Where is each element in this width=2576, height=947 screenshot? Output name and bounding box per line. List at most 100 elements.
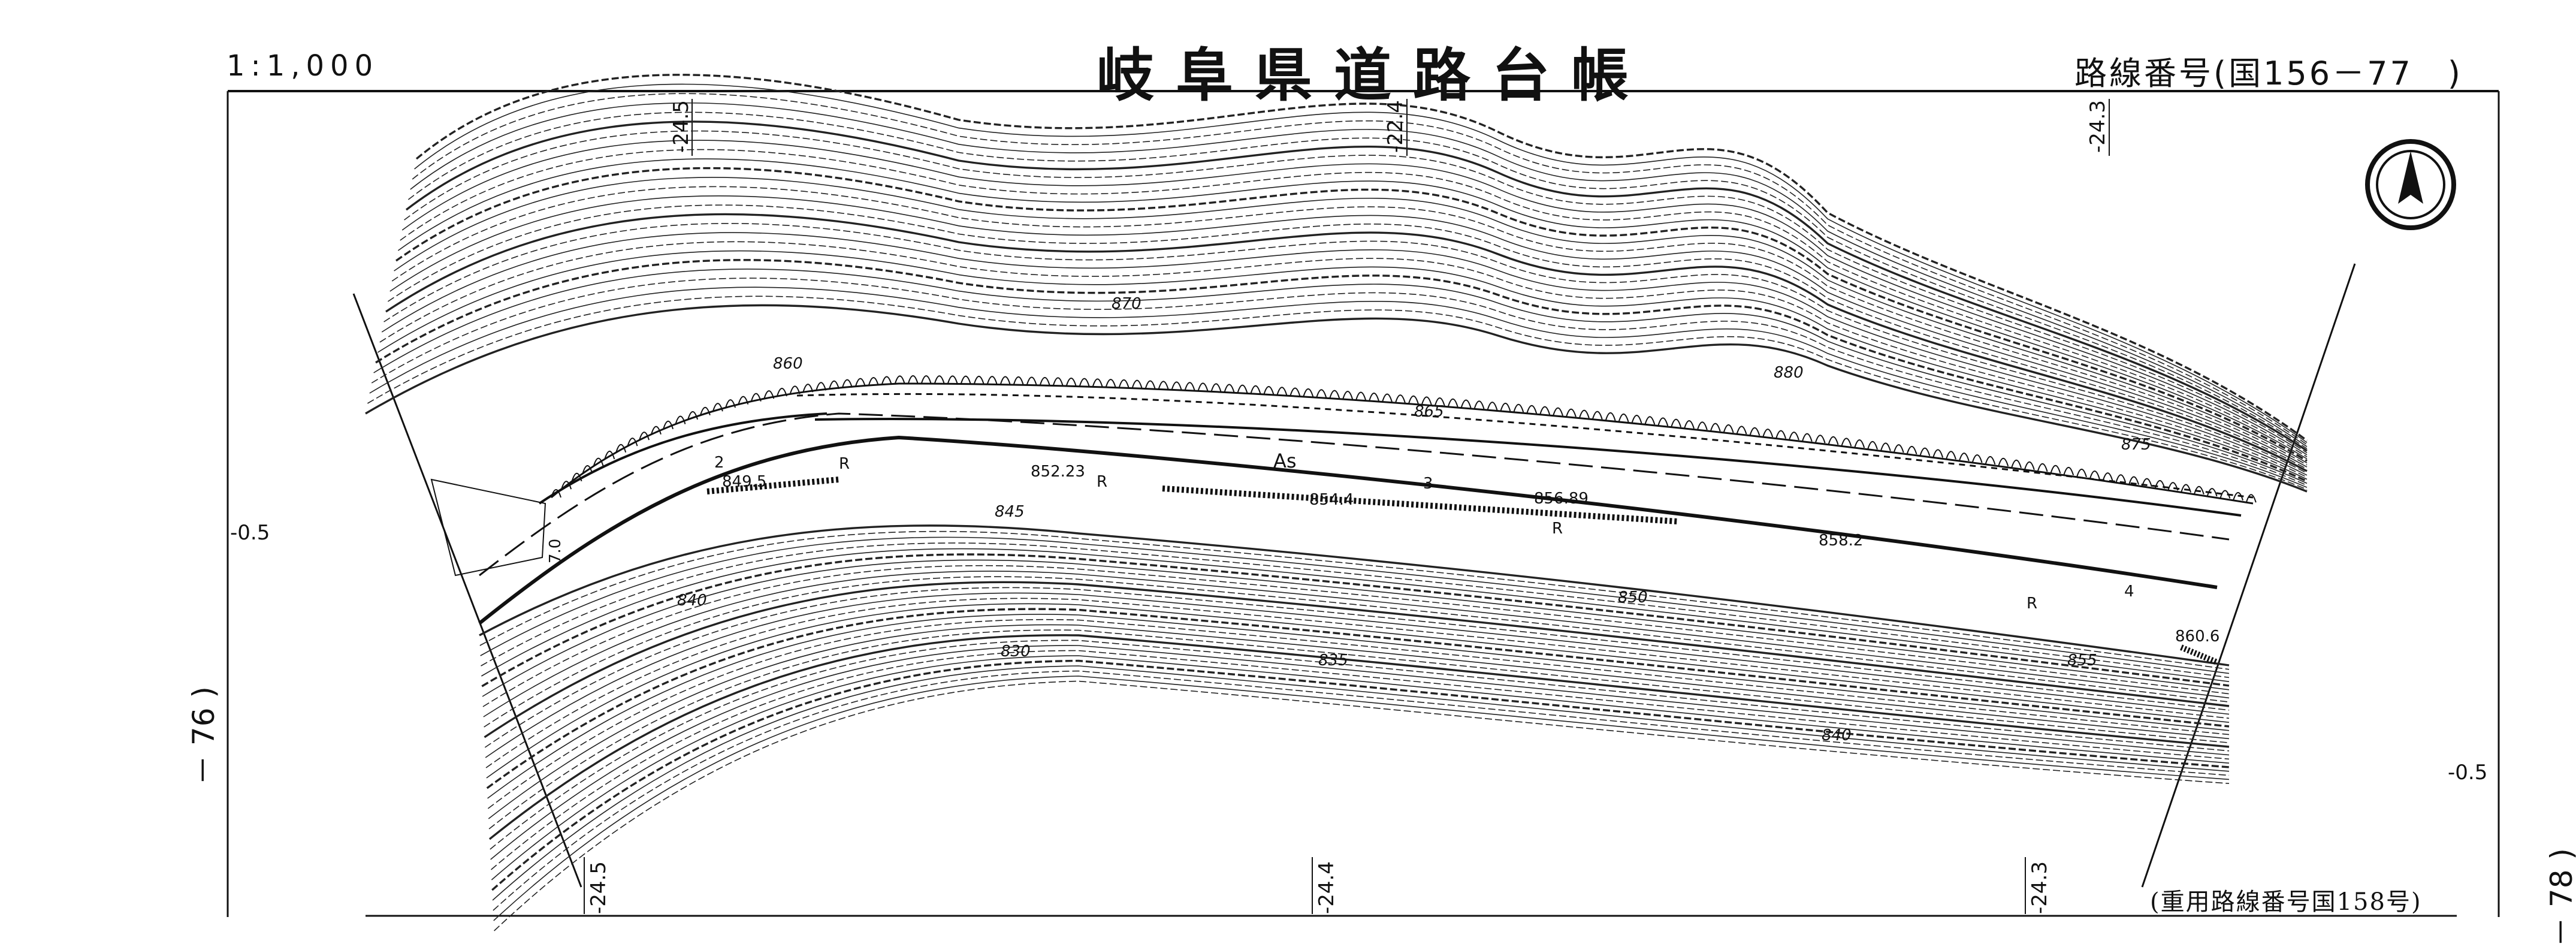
retaining-wall-mark bbox=[854, 378, 866, 387]
retaining-wall-mark bbox=[2115, 474, 2127, 483]
retaining-wall-mark bbox=[1355, 391, 1367, 400]
retaining-wall-mark bbox=[999, 376, 1011, 385]
contour-label: 850 bbox=[1618, 589, 1648, 607]
retaining-wall-mark bbox=[2141, 478, 2152, 487]
surface-label: As bbox=[1273, 450, 1297, 472]
retaining-wall-mark bbox=[725, 399, 736, 408]
contour-label: 880 bbox=[1774, 364, 1804, 382]
r-mark: R bbox=[839, 455, 850, 473]
retaining-wall-mark bbox=[841, 379, 853, 388]
retaining-wall-mark bbox=[2063, 466, 2074, 476]
retaining-wall-mark bbox=[1052, 377, 1064, 386]
contour-line bbox=[391, 186, 2308, 466]
road-edge-lower bbox=[478, 435, 2218, 625]
contour-line bbox=[479, 530, 2230, 670]
contour-line bbox=[379, 241, 2308, 478]
retaining-wall-mark bbox=[627, 438, 638, 447]
retaining-wall-mark bbox=[571, 472, 582, 482]
retaining-wall-mark bbox=[2037, 463, 2048, 472]
retaining-wall-mark bbox=[2102, 472, 2113, 481]
contour-line bbox=[480, 536, 2230, 674]
retaining-wall-mark bbox=[829, 380, 840, 390]
retaining-wall-mark bbox=[1487, 402, 1498, 411]
retaining-wall-mark bbox=[1906, 445, 1917, 455]
contour-line bbox=[407, 111, 2308, 450]
retaining-wall-mark bbox=[986, 376, 998, 385]
retaining-wall-mark bbox=[593, 457, 604, 466]
retaining-wall-mark bbox=[894, 375, 905, 384]
retaining-wall-mark bbox=[1578, 409, 1590, 418]
station-right-edge: -0.5 bbox=[2448, 761, 2487, 785]
contours-lower bbox=[479, 524, 2230, 931]
contour-line bbox=[405, 120, 2308, 452]
contour-line bbox=[490, 640, 2230, 850]
retaining-wall-mark bbox=[1749, 427, 1760, 436]
retaining-wall-mark bbox=[1985, 456, 1996, 465]
contour-label: 855 bbox=[2067, 652, 2097, 669]
retaining-wall-mark bbox=[1105, 379, 1116, 388]
station-left-edge: -0.5 bbox=[230, 521, 270, 545]
retaining-wall-mark bbox=[712, 403, 723, 412]
retaining-wall-mark bbox=[1237, 384, 1248, 393]
shared-route-note: (重用路線番号国158号) bbox=[2150, 888, 2422, 916]
contour-label: 860 bbox=[773, 355, 803, 373]
r-mark: R bbox=[2027, 595, 2037, 613]
retaining-wall-mark bbox=[1447, 398, 1458, 408]
retaining-wall-mark bbox=[1828, 436, 1839, 445]
contour-line bbox=[369, 286, 2308, 488]
elevation-point: 854.4 bbox=[1309, 491, 1354, 509]
elevation-point: 860.6 bbox=[2175, 628, 2219, 646]
elevation-point: 852.23 bbox=[1031, 463, 1085, 481]
contour-line bbox=[412, 93, 2308, 445]
contour-label: 840 bbox=[1822, 726, 1852, 744]
retaining-wall-mark bbox=[1657, 417, 1669, 426]
contour-line bbox=[365, 304, 2308, 493]
retaining-wall-mark bbox=[1224, 384, 1235, 393]
retaining-wall-mark bbox=[2024, 461, 2035, 471]
retaining-wall-mark bbox=[1591, 411, 1603, 420]
retaining-wall-mark bbox=[582, 465, 593, 474]
retaining-wall-mark bbox=[1369, 393, 1379, 402]
contour-line bbox=[490, 645, 2230, 860]
contour-line bbox=[401, 140, 2308, 456]
retaining-wall-mark bbox=[1671, 418, 1682, 427]
contour-line bbox=[486, 603, 2230, 779]
contour-line bbox=[493, 670, 2230, 911]
retaining-wall-mark bbox=[1382, 393, 1393, 402]
station-top-3: -24.3 bbox=[2086, 100, 2110, 153]
retaining-wall-mark bbox=[947, 375, 958, 384]
retaining-wall-mark bbox=[1762, 429, 1774, 438]
retaining-wall-mark bbox=[1316, 389, 1327, 398]
retaining-wall-mark bbox=[1539, 406, 1551, 415]
retaining-wall-mark bbox=[1329, 390, 1340, 399]
retaining-wall-mark bbox=[960, 375, 971, 384]
retaining-wall-mark bbox=[881, 376, 892, 385]
retaining-wall-mark bbox=[1841, 438, 1852, 447]
retaining-wall-mark bbox=[1631, 415, 1642, 424]
fill-area bbox=[430, 478, 546, 577]
retaining-wall-mark bbox=[1065, 378, 1077, 387]
retaining-wall-mark bbox=[1605, 412, 1616, 421]
retaining-wall-mark bbox=[1421, 396, 1432, 405]
contour-line bbox=[381, 232, 2308, 476]
r-mark: R bbox=[1097, 473, 1107, 491]
contour-line bbox=[481, 542, 2230, 678]
contour-line bbox=[487, 619, 2230, 809]
retaining-wall-mark bbox=[604, 450, 615, 460]
retaining-wall-mark bbox=[2181, 484, 2192, 493]
contour-line bbox=[484, 576, 2230, 728]
retaining-wall-mark bbox=[789, 385, 801, 394]
retaining-wall-mark bbox=[1880, 442, 1891, 451]
retaining-wall-mark bbox=[816, 382, 827, 391]
contour-line bbox=[371, 278, 2308, 486]
retaining-wall-mark bbox=[1736, 426, 1747, 435]
retaining-wall-mark bbox=[1131, 379, 1143, 388]
road-edge-upper-left bbox=[538, 412, 828, 505]
retaining-wall-mark bbox=[1553, 407, 1563, 416]
contour-line bbox=[385, 213, 2308, 472]
station-bottom-1: -24.5 bbox=[587, 861, 611, 914]
retaining-wall-mark bbox=[663, 420, 674, 430]
contour-line bbox=[404, 130, 2308, 454]
retaining-wall-mark bbox=[2011, 459, 2022, 469]
